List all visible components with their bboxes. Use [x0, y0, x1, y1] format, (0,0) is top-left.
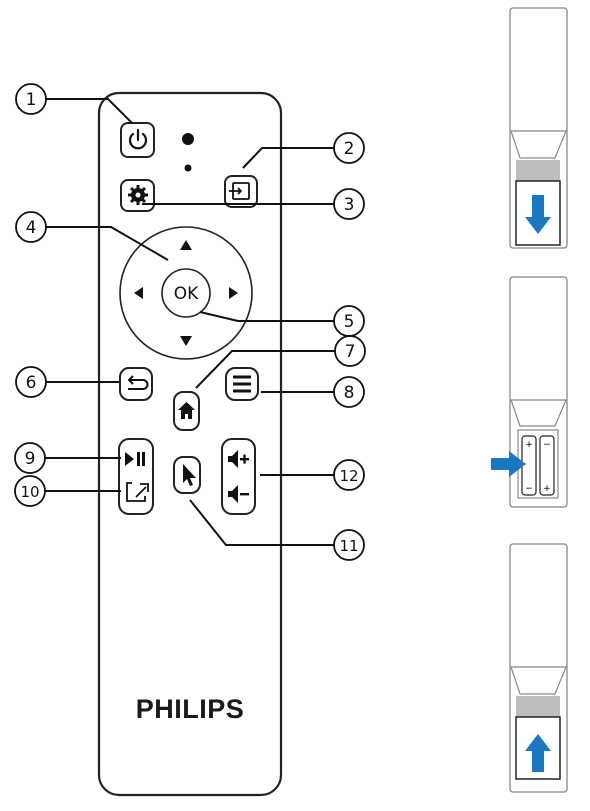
- arrow-right-icon[interactable]: [229, 287, 238, 299]
- callout-number: 5: [344, 312, 355, 332]
- play-mirror-button[interactable]: [118, 438, 154, 515]
- battery-step-close: [509, 543, 568, 793]
- callout-number: 11: [339, 537, 358, 555]
- menu-icon: [233, 375, 251, 393]
- arrow-down-icon[interactable]: [180, 336, 192, 346]
- battery-step-open: [509, 7, 568, 249]
- arrow-down-icon: [525, 195, 551, 234]
- callout-4: 4: [15, 211, 47, 243]
- menu-button[interactable]: [225, 367, 259, 401]
- arrow-right-icon: [491, 451, 526, 477]
- callout-number: 2: [344, 139, 355, 159]
- callout-number: 3: [344, 195, 355, 215]
- source-input-icon: [229, 182, 250, 200]
- callout-number: 6: [26, 373, 37, 393]
- callout-2: 2: [333, 132, 365, 164]
- polarity-label: −: [543, 440, 551, 450]
- leader-lines: [32, 98, 335, 546]
- callout-6: 6: [15, 366, 47, 398]
- arrow-up-icon[interactable]: [180, 240, 192, 250]
- callout-number: 12: [339, 467, 358, 485]
- home-icon: [178, 402, 195, 419]
- play-pause-icon: [125, 452, 145, 466]
- settings-button[interactable]: [120, 179, 155, 212]
- pointer-button[interactable]: [173, 456, 201, 494]
- polarity-label: −: [525, 484, 533, 494]
- callout-number: 8: [344, 383, 355, 403]
- arrow-left-icon[interactable]: [134, 287, 143, 299]
- home-button[interactable]: [173, 391, 200, 431]
- source-button[interactable]: [224, 175, 258, 208]
- callout-number: 7: [345, 342, 356, 362]
- callout-7: 7: [334, 335, 366, 367]
- power-icon: [128, 128, 148, 150]
- back-button[interactable]: [119, 367, 153, 401]
- brand-logo: PHILIPS: [136, 694, 245, 724]
- callout-8: 8: [333, 376, 365, 408]
- polarity-label: +: [525, 440, 533, 450]
- indicator-led: [182, 133, 194, 145]
- arrow-up-icon: [525, 734, 551, 772]
- callout-11: 11: [333, 529, 365, 561]
- volume-up-icon: [228, 450, 249, 468]
- ok-label: OK: [174, 284, 199, 304]
- settings-gear-icon: [128, 185, 148, 205]
- ok-button[interactable]: OK: [161, 268, 211, 318]
- callout-3: 3: [333, 188, 365, 220]
- callout-9: 9: [14, 442, 46, 474]
- callout-5: 5: [333, 305, 365, 337]
- callout-number: 1: [26, 90, 37, 110]
- volume-button[interactable]: [221, 438, 256, 515]
- volume-down-icon: [228, 485, 249, 503]
- callout-number: 9: [25, 449, 36, 469]
- battery-step-insert: + − − +: [491, 276, 568, 508]
- callout-10: 10: [14, 475, 46, 507]
- screen-mirror-icon: [126, 482, 149, 502]
- back-arrow-icon: [128, 375, 149, 390]
- pointer-cursor-icon: [183, 464, 196, 486]
- callout-12: 12: [333, 459, 365, 491]
- callout-number: 10: [20, 483, 39, 501]
- polarity-label: +: [543, 484, 551, 494]
- callout-1: 1: [15, 83, 47, 115]
- power-button[interactable]: [120, 122, 155, 158]
- callout-number: 4: [26, 218, 37, 238]
- battery-right: [539, 435, 555, 496]
- ir-sensor-dot: [184, 164, 192, 172]
